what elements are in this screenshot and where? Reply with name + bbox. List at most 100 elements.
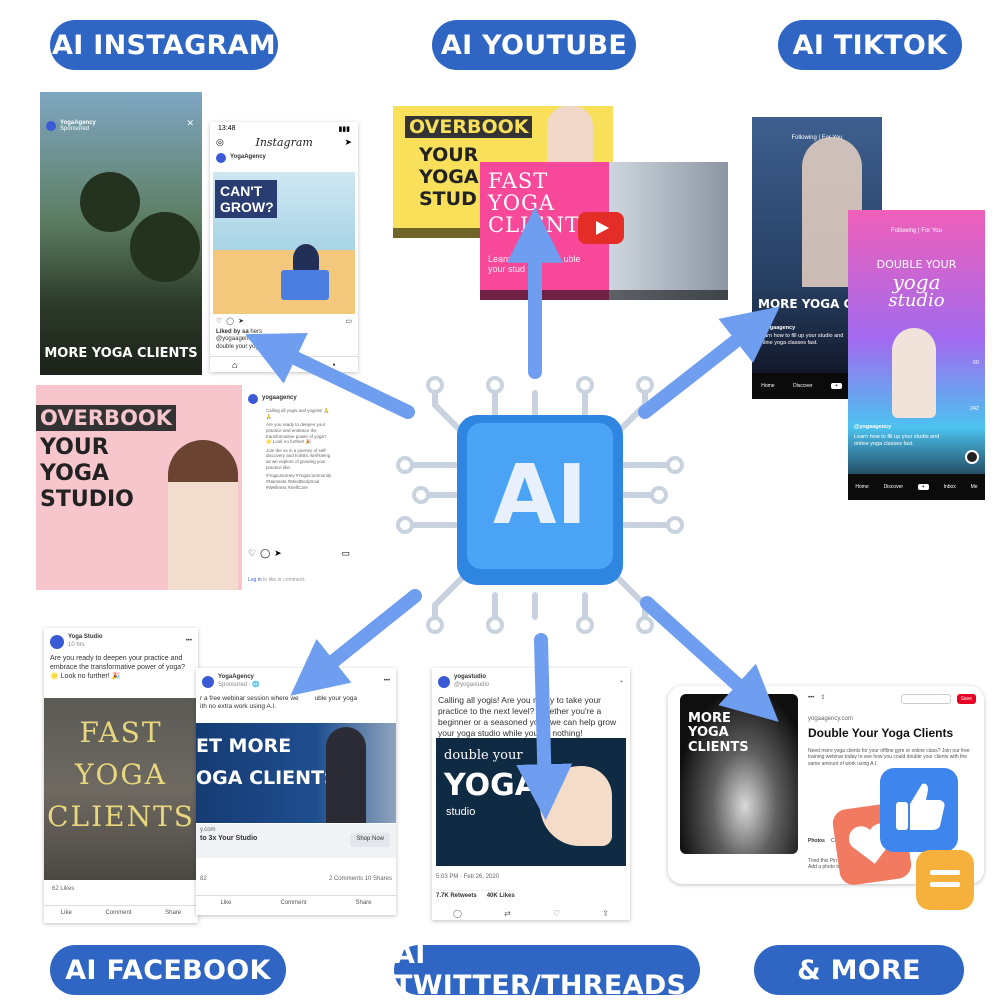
- comment-button[interactable]: Comment: [280, 899, 307, 906]
- reply-icon[interactable]: ◯: [453, 909, 462, 918]
- image-headline-2: YOUR: [40, 435, 109, 460]
- heart-icon[interactable]: ♡: [248, 548, 257, 558]
- comment-icon[interactable]: ◯: [226, 318, 235, 325]
- save-button[interactable]: Save: [956, 694, 976, 705]
- caption-end: double your yoga: [216, 343, 263, 350]
- post-account[interactable]: YogaAgency: [230, 154, 266, 161]
- sidebar-line2: Are you ready to deepen your practice an…: [266, 422, 327, 445]
- tw-text: Calling all yogis! Are you ready to take…: [438, 695, 617, 739]
- tab-following[interactable]: Following: [791, 135, 817, 141]
- nav-inbox[interactable]: Inbox: [943, 484, 956, 490]
- shop-now-button[interactable]: Shop Now: [350, 833, 390, 847]
- fb-b-text: r a free webinar session where we: [200, 695, 299, 702]
- tiktok-a-account[interactable]: @yogaagency: [758, 325, 796, 331]
- share-icon[interactable]: ⇪: [602, 909, 609, 918]
- pin-desc: Need more yoga clients for your offline …: [808, 748, 970, 767]
- board-select[interactable]: [900, 694, 951, 705]
- more-icon[interactable]: •••: [383, 677, 390, 684]
- fb-b-account[interactable]: YogaAgency: [218, 674, 254, 680]
- tw-image: double your YOGA studio: [436, 738, 626, 866]
- tab-for-you[interactable]: For You: [921, 228, 942, 234]
- sidebar-line3: Join the us in a journey of self-discove…: [266, 447, 331, 470]
- facebook-ad-b: YogaAgency Sponsored · 🌐 ••• r a free we…: [196, 668, 396, 915]
- heart-icon[interactable]: ♡: [552, 909, 561, 918]
- bookmark-icon[interactable]: ▭: [345, 318, 352, 325]
- profile-icon[interactable]: ◔: [330, 359, 336, 370]
- video-controls-bar[interactable]: [480, 290, 728, 300]
- share-button[interactable]: Share: [165, 909, 182, 916]
- liked-by-suffix: hers: [250, 328, 263, 335]
- pin-image-text: MORE YOGA CLIENTS: [688, 711, 749, 755]
- share-button[interactable]: Share: [355, 899, 372, 906]
- nav-discover[interactable]: Discover: [883, 484, 904, 490]
- instagram-post-sidebar: yogaagency Calling all yogis and yoginis…: [244, 390, 354, 590]
- more-icon[interactable]: •••: [808, 695, 815, 702]
- tiktok-b-script1: yoga: [892, 270, 941, 294]
- chat-bubble-icon: [916, 850, 974, 910]
- comment-icon[interactable]: ◯: [260, 548, 271, 558]
- play-button-icon[interactable]: [578, 212, 624, 244]
- label-ai-instagram: AI INSTAGRAM: [50, 20, 278, 70]
- image-headline-4: STUDIO: [40, 487, 134, 512]
- create-icon[interactable]: +: [917, 484, 929, 490]
- youtube-thumbnail-b[interactable]: FAST YOGA CLIENTS Learn uble your stud: [480, 162, 728, 300]
- create-icon[interactable]: +: [831, 383, 842, 389]
- comment-button[interactable]: Comment: [105, 909, 132, 916]
- meditating-woman-image: [892, 328, 936, 418]
- fb-b-domain: y.com: [200, 827, 216, 833]
- share-icon[interactable]: ➤: [274, 548, 282, 558]
- camera-icon[interactable]: ◎: [216, 137, 224, 147]
- close-icon[interactable]: ✕: [186, 118, 194, 128]
- thumbs-up-bubble-icon: [880, 768, 958, 852]
- search-icon[interactable]: ⌕: [281, 359, 287, 369]
- label-ai-twitter-threads: AI TWITTER/THREADS: [394, 939, 700, 1000]
- tiktok-b-account[interactable]: @yogaagency: [854, 424, 892, 430]
- sidebar-account[interactable]: yogaagency: [262, 395, 297, 402]
- image-headline-3: YOGA: [40, 461, 109, 486]
- comments-count: 242: [969, 406, 979, 412]
- retweet-icon[interactable]: ⇄: [504, 909, 511, 918]
- sidebar-line1: Calling all yogis and yoginis! 🙏🙏: [266, 408, 330, 419]
- tw-account[interactable]: yogastudio: [454, 674, 487, 680]
- thumb-b-line2: YOGA: [488, 191, 556, 216]
- bookmark-icon[interactable]: ▭: [341, 548, 350, 558]
- tab-comments[interactable]: Co: [830, 838, 838, 844]
- music-disc-icon[interactable]: [965, 450, 979, 464]
- thumb-a-line3: YOGA: [419, 166, 479, 188]
- fb-b-sponsored: Sponsored · 🌐: [218, 681, 260, 688]
- nav-discover[interactable]: Discover: [793, 383, 813, 389]
- tiktok-top-tabs: Following | For You: [891, 228, 942, 234]
- tiktok-bottom-nav: Home Discover + Inbox Me: [848, 474, 985, 500]
- chip-label: AI: [493, 448, 587, 543]
- heart-icon[interactable]: ♡: [216, 318, 223, 325]
- facebook-post-a: Yoga Studio 10 hrs ••• Are you ready to …: [44, 628, 198, 923]
- tab-photos[interactable]: Photos: [808, 838, 825, 844]
- chevron-down-icon[interactable]: ⌄: [618, 677, 624, 684]
- pin-add-photo: Add a photo to: [808, 864, 841, 871]
- thumb-a-line4: STUD: [419, 188, 477, 210]
- fb-b-image: ET MORE OGA CLIENTS: [196, 723, 396, 823]
- avatar: [50, 634, 64, 649]
- like-button[interactable]: Like: [60, 909, 72, 916]
- fb-a-account[interactable]: Yoga Studio: [68, 634, 103, 640]
- tw-img2: YOGA: [444, 768, 538, 803]
- home-icon[interactable]: ⌂: [232, 359, 238, 370]
- share-icon[interactable]: ➤: [238, 318, 244, 325]
- image-headline-1: OVERBOOK: [36, 405, 177, 431]
- share-icon[interactable]: ⇪: [820, 695, 826, 702]
- image-text: CAN'T GROW?: [215, 180, 277, 219]
- send-icon[interactable]: ➤: [344, 137, 352, 147]
- nav-me[interactable]: Me: [970, 484, 978, 490]
- more-icon[interactable]: •••: [185, 637, 192, 644]
- nav-home[interactable]: Home: [855, 484, 869, 490]
- like-button[interactable]: Like: [220, 899, 232, 906]
- pin-img1: MORE: [688, 711, 731, 726]
- fb-a-image: FAST YOGA CLIENTS: [44, 698, 198, 880]
- label-ai-tiktok: AI TIKTOK: [778, 20, 962, 70]
- login-link[interactable]: Log in: [248, 577, 262, 583]
- tw-handle: @yogastudio: [454, 681, 490, 688]
- pin-domain[interactable]: yogaagency.com: [808, 716, 853, 722]
- avatar: [46, 121, 56, 131]
- nav-home[interactable]: Home: [761, 383, 775, 389]
- tab-following[interactable]: Following: [891, 228, 917, 234]
